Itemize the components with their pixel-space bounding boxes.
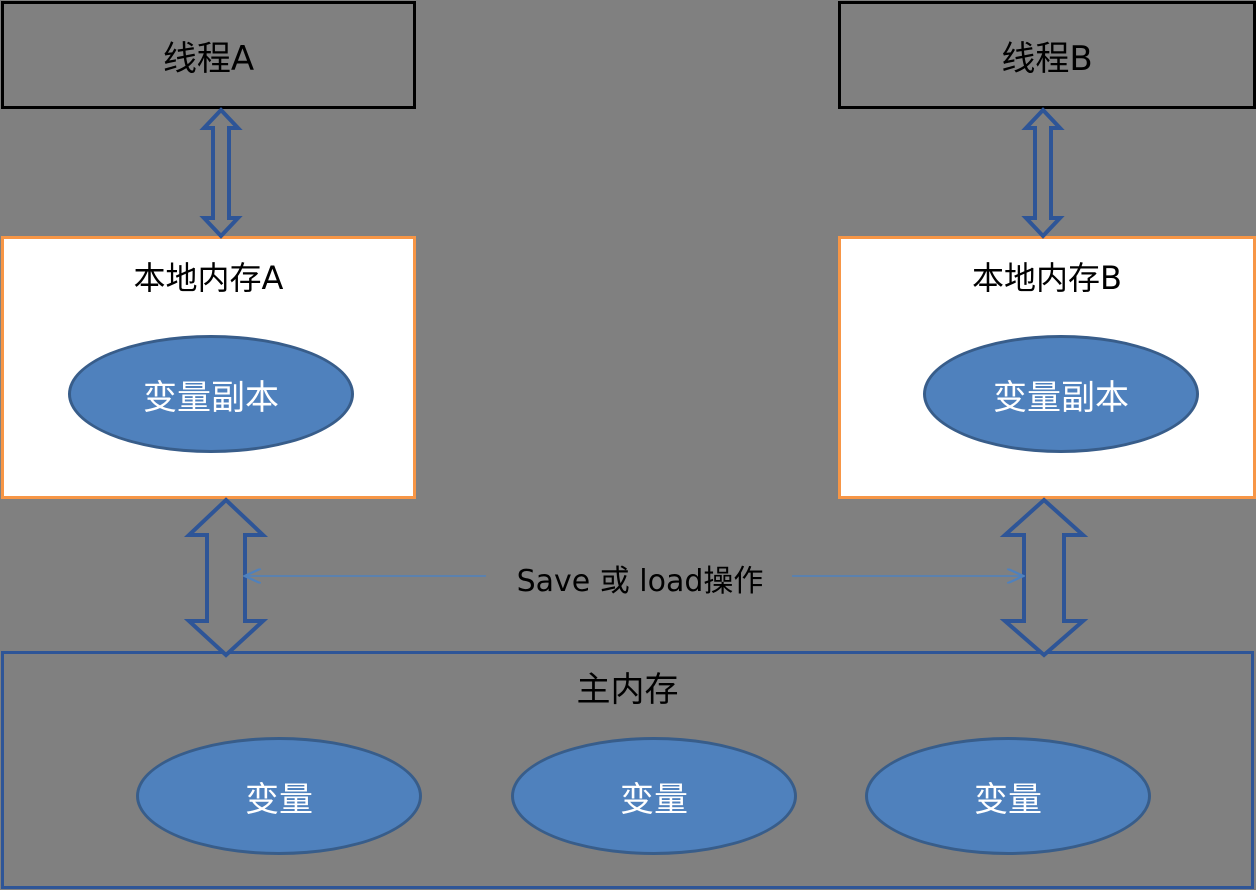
thread-b-box: 线程B bbox=[838, 1, 1256, 109]
variable-copy-b: 变量副本 bbox=[923, 335, 1199, 453]
main-variable-2: 变量 bbox=[511, 737, 797, 855]
variable-copy-a-label: 变量副本 bbox=[143, 377, 279, 418]
double-arrow-memory-b bbox=[999, 497, 1089, 658]
local-memory-b-box: 本地内存B 变量副本 bbox=[838, 236, 1256, 499]
thread-a-label: 线程A bbox=[162, 38, 255, 79]
double-arrow-thread-a bbox=[199, 107, 243, 239]
double-arrow-thread-b bbox=[1021, 107, 1065, 239]
operation-label: Save 或 load操作 bbox=[490, 556, 790, 600]
double-arrow-memory-a bbox=[183, 497, 269, 658]
main-variable-1: 变量 bbox=[136, 737, 422, 855]
main-variable-2-label: 变量 bbox=[620, 779, 688, 820]
variable-copy-a: 变量副本 bbox=[68, 335, 354, 453]
thread-b-label: 线程B bbox=[1001, 38, 1093, 79]
variable-copy-b-label: 变量副本 bbox=[993, 377, 1129, 418]
local-memory-b-title: 本地内存B bbox=[972, 259, 1122, 297]
main-variable-1-label: 变量 bbox=[245, 779, 313, 820]
main-variable-3-label: 变量 bbox=[974, 779, 1042, 820]
main-memory-title: 主内存 bbox=[576, 670, 679, 710]
local-memory-a-box: 本地内存A 变量副本 bbox=[1, 236, 416, 499]
main-variable-3: 变量 bbox=[865, 737, 1151, 855]
local-memory-a-title: 本地内存A bbox=[133, 259, 284, 297]
main-memory-box: 主内存 变量 变量 变量 bbox=[1, 651, 1254, 889]
thread-a-box: 线程A bbox=[1, 1, 416, 109]
